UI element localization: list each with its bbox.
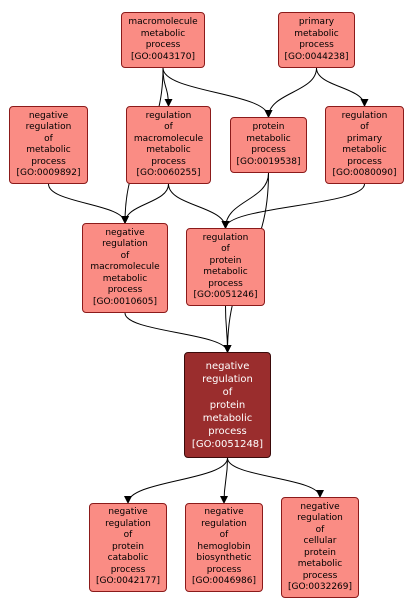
node-line: regulation [25, 122, 72, 132]
node-go-id: [GO:0044238] [284, 51, 349, 62]
node-line: of [222, 386, 233, 398]
node-line: regulation [202, 373, 253, 385]
node-primary-metabolic-process[interactable]: primary metabolic process [GO:0044238] [278, 12, 355, 68]
edge-n4-to-n8 [168, 183, 230, 229]
edge-n9-to-n11 [220, 457, 229, 504]
node-line: negative [108, 507, 148, 518]
node-go-id: [GO:0051246] [193, 290, 258, 300]
edge-n8-to-n9 [223, 305, 232, 353]
node-line: metabolic [146, 145, 191, 155]
node-line: protein [209, 399, 246, 411]
node-line: of [120, 250, 130, 261]
node-go-id: [GO:0042177] [95, 576, 161, 587]
node-go-id: [GO:0043170] [130, 51, 196, 62]
node-line: of [164, 122, 173, 132]
edge-n9-to-n12 [227, 457, 324, 498]
edge-n2-to-n5 [264, 67, 317, 118]
node-go-id: [GO:0046986] [191, 576, 257, 587]
node-go-id: [GO:0032269] [287, 582, 353, 592]
node-line: regulation [102, 239, 148, 250]
node-go-id: [GO:0051248] [191, 438, 264, 450]
node-line: protein [209, 255, 242, 266]
node-line: process [145, 40, 181, 50]
node-line: process [347, 156, 382, 167]
node-line: negative [300, 501, 340, 512]
node-line: of [44, 133, 53, 144]
node-macromolecule-metabolic-process[interactable]: macromolecule metabolic process [GO:0043… [121, 12, 205, 68]
node-line: metabolic [102, 273, 148, 284]
edge-n9-to-n10 [124, 457, 228, 504]
node-go-id: [GO:0010605] [92, 296, 158, 307]
node-line: regulation [105, 518, 151, 529]
node-negative-regulation-of-metabolic-process[interactable]: negative regulation of metabolic process… [9, 106, 88, 184]
node-line: catabolic [107, 553, 149, 564]
node-line: process [110, 564, 146, 575]
node-line: regulation [202, 232, 249, 243]
node-line: process [206, 564, 242, 575]
node-line: metabolic [294, 28, 339, 39]
node-regulation-of-primary-metabolic-process[interactable]: regulation of primary metabolic process … [325, 106, 404, 184]
node-regulation-of-protein-metabolic-process[interactable]: regulation of protein metabolic process … [186, 228, 265, 306]
node-line: negative [28, 110, 69, 121]
node-line: of [219, 530, 229, 541]
node-negative-regulation-of-protein-metabolic-process[interactable]: negative regulation of protein metabolic… [184, 352, 271, 458]
node-line: process [208, 278, 243, 289]
node-line: negative [204, 507, 244, 518]
node-line: of [123, 530, 133, 541]
node-line: process [208, 425, 247, 437]
node-line: negative [105, 227, 145, 238]
node-line: regulation [201, 518, 247, 529]
node-line: hemoglobin [197, 541, 251, 552]
node-protein-metabolic-process[interactable]: protein metabolic process [GO:0019538] [230, 117, 307, 173]
node-line: metabolic [342, 145, 387, 155]
node-line: protein [112, 541, 144, 552]
node-negative-regulation-of-cellular-protein-metabolic-process[interactable]: negative regulation of cellular protein … [281, 497, 359, 598]
edge-n3-to-n7 [48, 183, 129, 224]
node-line: metabolic [297, 559, 343, 569]
node-line: biosynthetic [196, 553, 252, 564]
node-line: metabolic [26, 145, 71, 155]
node-regulation-of-macromolecule-metabolic-process[interactable]: regulation of macromolecule metabolic pr… [126, 106, 211, 184]
node-line: process [151, 156, 186, 167]
edge-n6-to-n8 [221, 183, 365, 229]
edge-n2-to-n6 [316, 67, 369, 107]
node-line: regulation [145, 110, 192, 121]
node-line: regulation [297, 513, 343, 523]
node-line: process [107, 285, 143, 296]
node-go-id: [GO:0009892] [16, 168, 81, 178]
edge-n7-to-n9 [124, 312, 232, 353]
node-go-id: [GO:0019538] [236, 156, 301, 167]
node-line: regulation [341, 110, 388, 121]
node-line: primary [298, 17, 335, 27]
node-line: process [31, 156, 66, 167]
node-negative-regulation-of-macromolecule-metabolic-process[interactable]: negative regulation of macromolecule met… [82, 223, 168, 313]
node-line: primary [346, 133, 383, 144]
node-line: metabolic [203, 267, 248, 277]
node-line: protein [304, 547, 336, 558]
node-line: metabolic [140, 28, 186, 39]
node-line: of [221, 244, 230, 254]
node-line: macromolecule [128, 17, 198, 27]
node-negative-regulation-of-protein-catabolic-process[interactable]: negative regulation of protein catabolic… [89, 503, 167, 592]
node-negative-regulation-of-hemoglobin-biosynthetic-process[interactable]: negative regulation of hemoglobin biosyn… [185, 503, 263, 592]
node-line: metabolic [202, 412, 253, 424]
node-go-id: [GO:0060255] [136, 168, 201, 178]
node-go-id: [GO:0080090] [332, 168, 397, 178]
node-line: process [302, 570, 338, 581]
node-line: cellular [303, 536, 337, 546]
node-line: metabolic [246, 133, 291, 144]
node-line: of [360, 122, 369, 132]
edge-n5-to-n8 [221, 172, 269, 229]
node-line: negative [205, 360, 250, 372]
node-line: of [315, 524, 325, 535]
edge-n4-to-n7 [121, 183, 169, 224]
node-line: protein [252, 122, 285, 132]
node-line: macromolecule [133, 133, 204, 144]
node-line: process [251, 145, 286, 155]
node-line: macromolecule [90, 262, 160, 273]
edge-n1-to-n5 [162, 67, 273, 118]
node-line: process [299, 40, 334, 50]
